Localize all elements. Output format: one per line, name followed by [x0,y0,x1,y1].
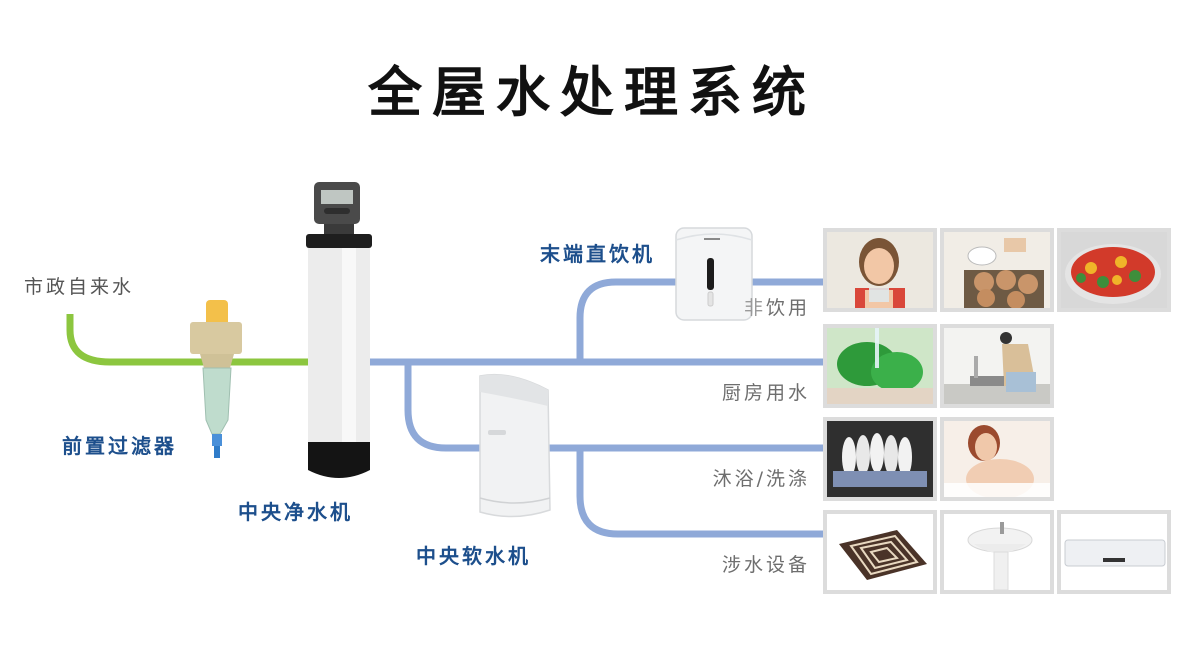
photo-washing-vegetables [823,324,937,408]
appliance-branch-pipe [576,448,830,538]
branch-label-drinking: 非饮用 [700,293,810,320]
branch-label-kitchen: 厨房用水 [721,382,810,404]
branch-label-drinking-text: 饮用 [765,297,810,319]
softener-branch-pipe [404,362,830,452]
photo-dishwasher-rack [823,417,937,501]
pou-drinker-device-icon [675,227,753,321]
source-label: 市政自来水 [24,276,135,298]
prefilter-label: 前置过滤器 [62,434,177,458]
photo-floor-heating-coil [823,510,937,594]
branch-label-appliance: 涉水设备 [721,554,810,576]
prefilter-device-icon [190,300,242,458]
branch-label-drinking-prefix: 非 [743,297,766,319]
inlet-pipe [66,314,315,366]
page-title: 全屋水处理系统 [368,60,816,124]
photo-baking-sifting-flour [940,228,1054,312]
photo-girl-drinking-water [823,228,937,312]
pou-drinker-label: 末端直饮机 [540,242,655,266]
photo-pedestal-sink [940,510,1054,594]
central-purifier-device-icon [306,182,372,478]
photo-wall-air-conditioner [1057,510,1171,594]
photo-woman-in-bath [940,417,1054,501]
branch-label-bath: 沐浴/洗涤 [712,468,810,490]
drinker-branch-pipe [576,278,830,362]
central-softener-label: 中央软水机 [416,544,531,568]
central-softener-device-icon [479,373,551,518]
photo-vegetable-salad-bowl [1057,228,1171,312]
central-purifier-label: 中央净水机 [238,500,353,524]
photo-woman-at-kitchen-sink [940,324,1054,408]
